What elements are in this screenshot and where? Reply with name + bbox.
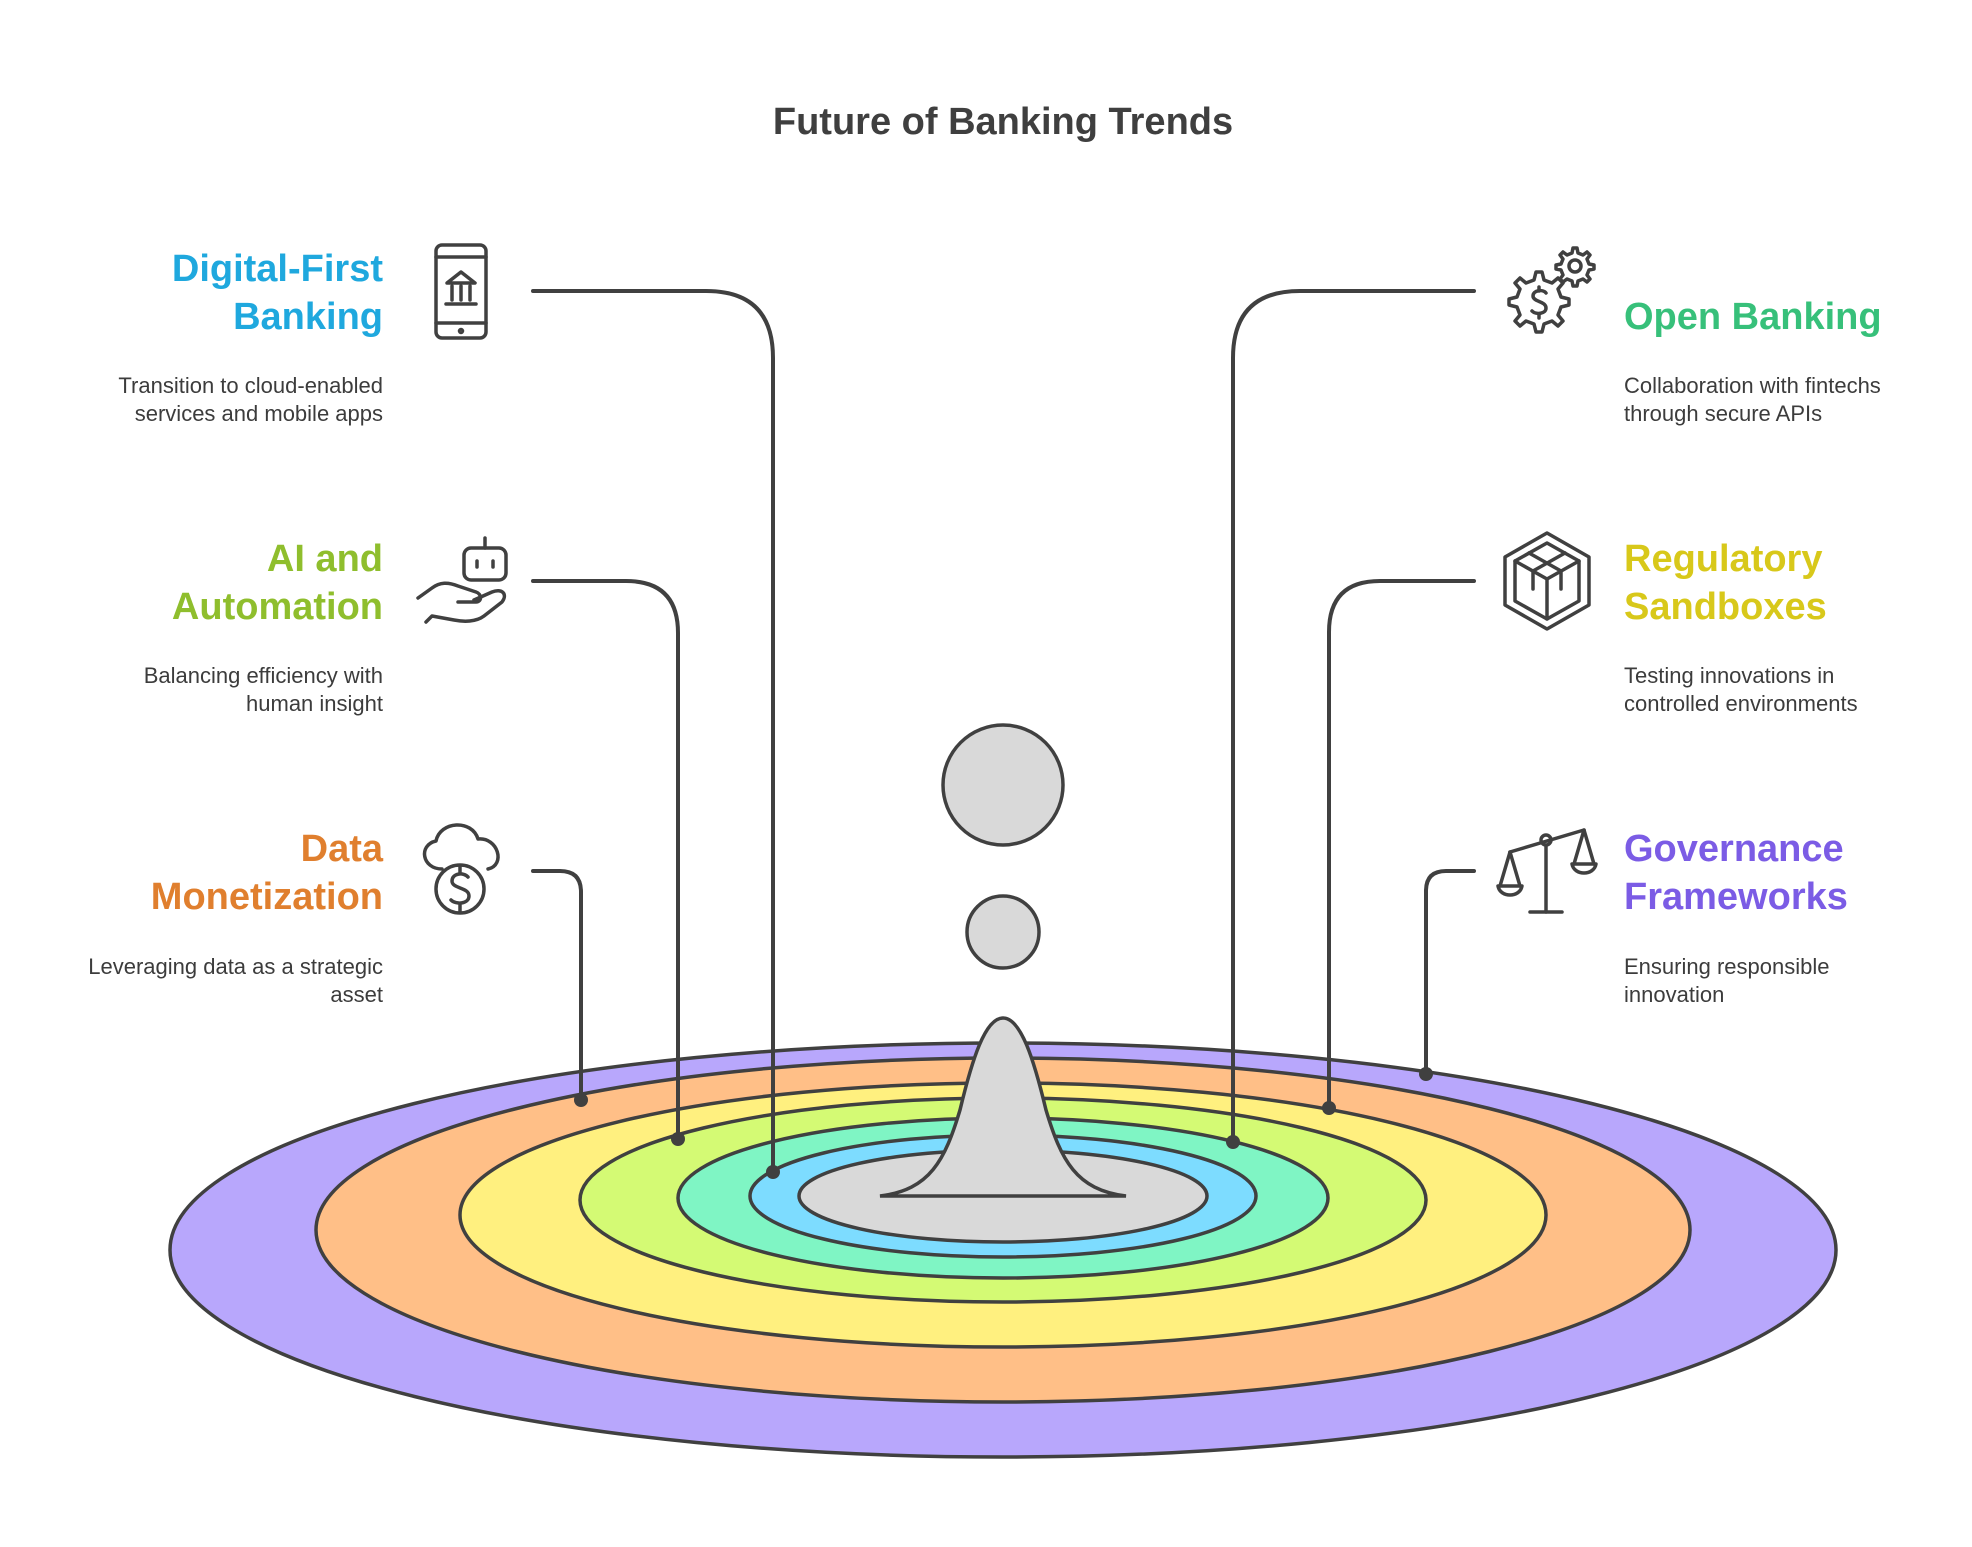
item-title-line-1: Data (301, 828, 384, 870)
item-desc-line-1: Ensuring responsible (1624, 954, 1829, 979)
item-desc-line-1: Balancing efficiency with (144, 663, 383, 688)
item-open-banking: Open Banking Collaboration with fintechs… (1624, 296, 1882, 426)
item-title-line-2: Banking (233, 296, 383, 338)
connector-dot-digital-first-banking (766, 1165, 780, 1179)
item-desc-line-2: controlled environments (1624, 691, 1858, 716)
connector-governance-frameworks (1424, 869, 1476, 1076)
cloud-dollar-icon (422, 823, 500, 915)
sandbox-cube-icon (1503, 531, 1591, 631)
item-title-line-1: Regulatory (1624, 538, 1822, 580)
connector-open-banking (1231, 289, 1476, 1144)
item-title-line-1: Open Banking (1624, 296, 1882, 338)
connector-dot-regulatory-sandboxes (1322, 1101, 1336, 1115)
splash-peak (879, 1016, 1127, 1198)
connectors (531, 289, 1476, 1179)
robot-hand-icon (416, 536, 508, 624)
connector-dot-governance-frameworks (1419, 1067, 1433, 1081)
item-title-line-2: Monetization (151, 876, 383, 918)
item-ai-automation: AI and Automation Balancing efficiency w… (144, 538, 383, 716)
balance-scale-icon (1496, 828, 1598, 914)
rings (168, 1041, 1838, 1459)
item-desc-line-1: Transition to cloud-enabled (118, 373, 383, 398)
connector-digital-first-banking (531, 289, 775, 1174)
item-data-monetization: Data Monetization Leveraging data as a s… (88, 828, 384, 1007)
item-desc-line-2: services and mobile apps (135, 401, 383, 426)
item-desc-line-2: through secure APIs (1624, 401, 1822, 426)
item-title-line-1: AI and (267, 538, 383, 580)
droplet-large (941, 723, 1065, 847)
connector-dot-ai-automation (671, 1132, 685, 1146)
connector-dot-data-monetization (574, 1093, 588, 1107)
item-title-line-2: Sandboxes (1624, 586, 1827, 628)
item-desc-line-1: Testing innovations in (1624, 663, 1834, 688)
item-desc-line-1: Collaboration with fintechs (1624, 373, 1881, 398)
item-desc-line-2: innovation (1624, 982, 1724, 1007)
connector-regulatory-sandboxes (1327, 579, 1476, 1110)
connector-ai-automation (531, 579, 680, 1141)
diagram-title: Future of Banking Trends (773, 101, 1233, 143)
droplet (879, 723, 1127, 1198)
item-digital-first-banking: Digital-First Banking Transition to clou… (118, 248, 383, 426)
item-title-line-1: Digital-First (172, 248, 383, 290)
item-title-line-1: Governance (1624, 828, 1844, 870)
item-desc-line-1: Leveraging data as a strategic (88, 954, 383, 979)
droplet-small (965, 894, 1041, 970)
mobile-bank-icon (434, 243, 488, 340)
item-title-line-2: Frameworks (1624, 876, 1848, 918)
item-governance-frameworks: Governance Frameworks Ensuring responsib… (1624, 828, 1848, 1007)
item-desc-line-2: human insight (246, 691, 383, 716)
item-regulatory-sandboxes: Regulatory Sandboxes Testing innovations… (1624, 538, 1858, 716)
item-title-line-2: Automation (172, 586, 383, 628)
item-desc-line-2: asset (330, 982, 383, 1007)
dollar-gear-icon (1507, 246, 1596, 334)
connector-data-monetization (531, 869, 583, 1102)
connector-dot-open-banking (1226, 1135, 1240, 1149)
